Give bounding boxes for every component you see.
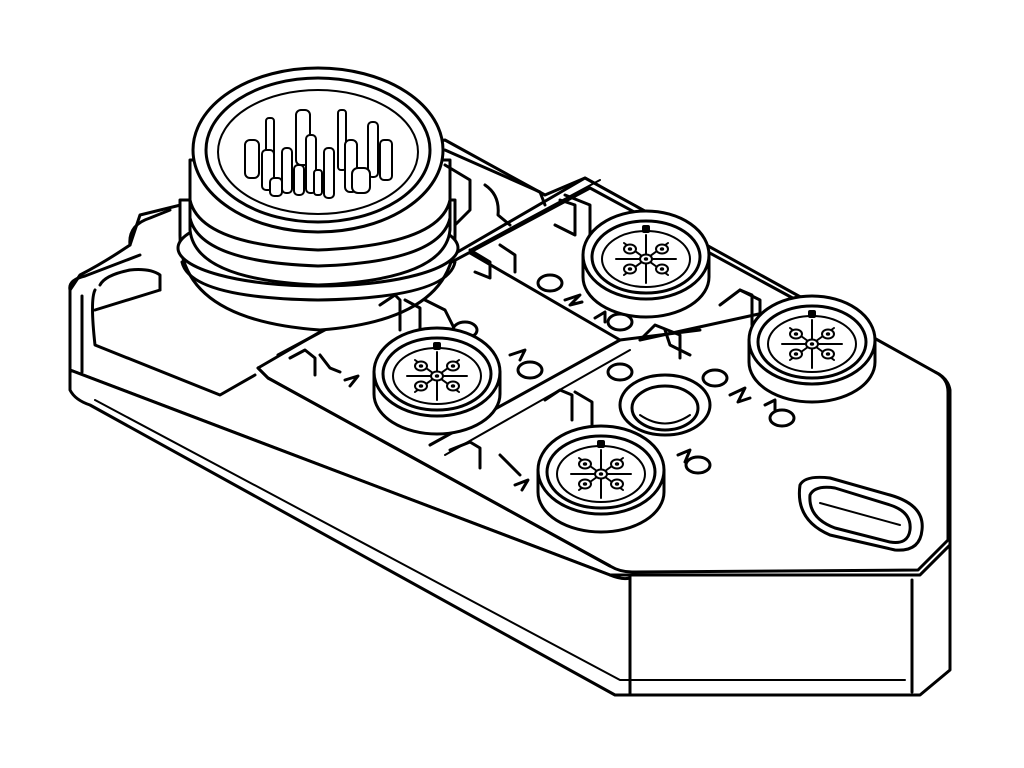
center-hole bbox=[618, 373, 712, 437]
mounting-slot bbox=[797, 475, 924, 552]
round-connector bbox=[176, 66, 547, 332]
socket-group bbox=[372, 209, 877, 534]
socket-3 bbox=[372, 326, 502, 436]
socket-4 bbox=[536, 424, 666, 534]
socket-number-marks bbox=[343, 293, 777, 492]
connector-pins bbox=[244, 109, 393, 199]
socket-2 bbox=[747, 294, 877, 404]
latch-clips bbox=[288, 193, 762, 477]
socket-1 bbox=[581, 209, 711, 319]
